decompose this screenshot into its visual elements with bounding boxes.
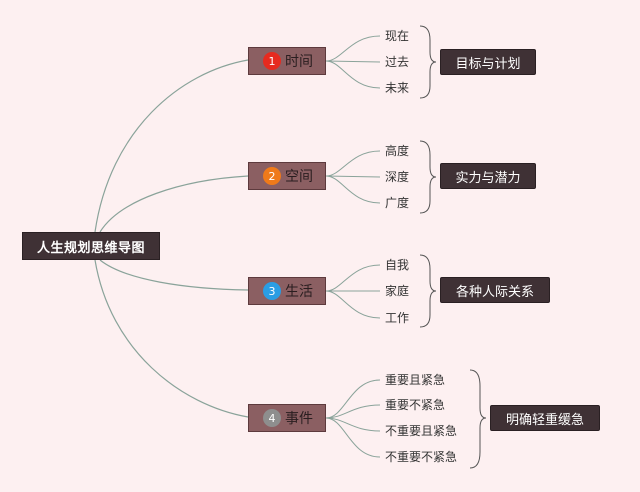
- summary-label: 目标与计划: [455, 56, 521, 72]
- root-to-branch-4-line: [94, 259, 249, 418]
- summary-node-3[interactable]: 各种人际关系: [440, 277, 550, 303]
- bracket-2: [419, 140, 437, 214]
- branch-4-leaf-2-line: [325, 404, 381, 419]
- number-badge-icon: 2: [263, 167, 281, 185]
- branch-label: 事件: [285, 411, 313, 427]
- branch-label: 生活: [285, 284, 313, 300]
- branch-3-leaf-1-line: [325, 264, 381, 292]
- branch-4-leaf-4-line: [325, 417, 381, 458]
- leaf-node[interactable]: 过去: [385, 55, 410, 69]
- summary-node-4[interactable]: 明确轻重缓急: [490, 405, 600, 431]
- branch-node-3[interactable]: 3 生活: [248, 277, 326, 305]
- branch-4-leaf-3-line: [325, 417, 381, 432]
- branch-2-leaf-1-line: [325, 150, 381, 177]
- leaf-node[interactable]: 未来: [385, 81, 410, 95]
- leaf-node[interactable]: 不重要不紧急: [385, 450, 458, 464]
- leaf-node[interactable]: 广度: [385, 196, 410, 210]
- leaf-node[interactable]: 重要且紧急: [385, 373, 446, 387]
- branch-2-leaf-2-line: [325, 175, 381, 178]
- branch-1-leaf-2-line: [325, 60, 381, 63]
- leaf-node[interactable]: 家庭: [385, 284, 410, 298]
- root-label: 人生规划思维导图: [36, 240, 145, 256]
- summary-node-1[interactable]: 目标与计划: [440, 49, 536, 75]
- number-badge-icon: 3: [263, 282, 281, 300]
- root-node[interactable]: 人生规划思维导图: [22, 232, 160, 260]
- summary-node-2[interactable]: 实力与潜力: [440, 163, 536, 189]
- bracket-1: [419, 25, 437, 99]
- summary-label: 明确轻重缓急: [505, 412, 584, 428]
- leaf-node[interactable]: 重要不紧急: [385, 398, 446, 412]
- summary-label: 各种人际关系: [455, 284, 534, 300]
- leaf-node[interactable]: 自我: [385, 258, 410, 272]
- root-to-branch-1-line: [94, 59, 249, 233]
- branch-node-2[interactable]: 2 空间: [248, 162, 326, 190]
- leaf-node[interactable]: 不重要且紧急: [385, 424, 458, 438]
- leaf-node[interactable]: 深度: [385, 170, 410, 184]
- branch-3-leaf-3-line: [325, 290, 381, 319]
- bracket-3: [419, 254, 437, 328]
- root-to-branch-2-line: [99, 175, 249, 233]
- branch-node-4[interactable]: 4 事件: [248, 404, 326, 432]
- branch-4-leaf-1-line: [325, 379, 381, 419]
- branch-label: 时间: [285, 54, 313, 70]
- branch-1-leaf-1-line: [325, 35, 381, 62]
- leaf-node[interactable]: 现在: [385, 29, 410, 43]
- leaf-node[interactable]: 高度: [385, 144, 410, 158]
- branch-label: 空间: [285, 169, 313, 185]
- summary-label: 实力与潜力: [455, 170, 521, 186]
- number-badge-icon: 4: [263, 409, 281, 427]
- branch-1-leaf-3-line: [325, 60, 381, 89]
- root-to-branch-3-line: [99, 259, 249, 291]
- leaf-node[interactable]: 工作: [385, 311, 410, 325]
- branch-node-1[interactable]: 1 时间: [248, 47, 326, 75]
- number-badge-icon: 1: [263, 52, 281, 70]
- bracket-4: [469, 369, 487, 469]
- branch-2-leaf-3-line: [325, 175, 381, 204]
